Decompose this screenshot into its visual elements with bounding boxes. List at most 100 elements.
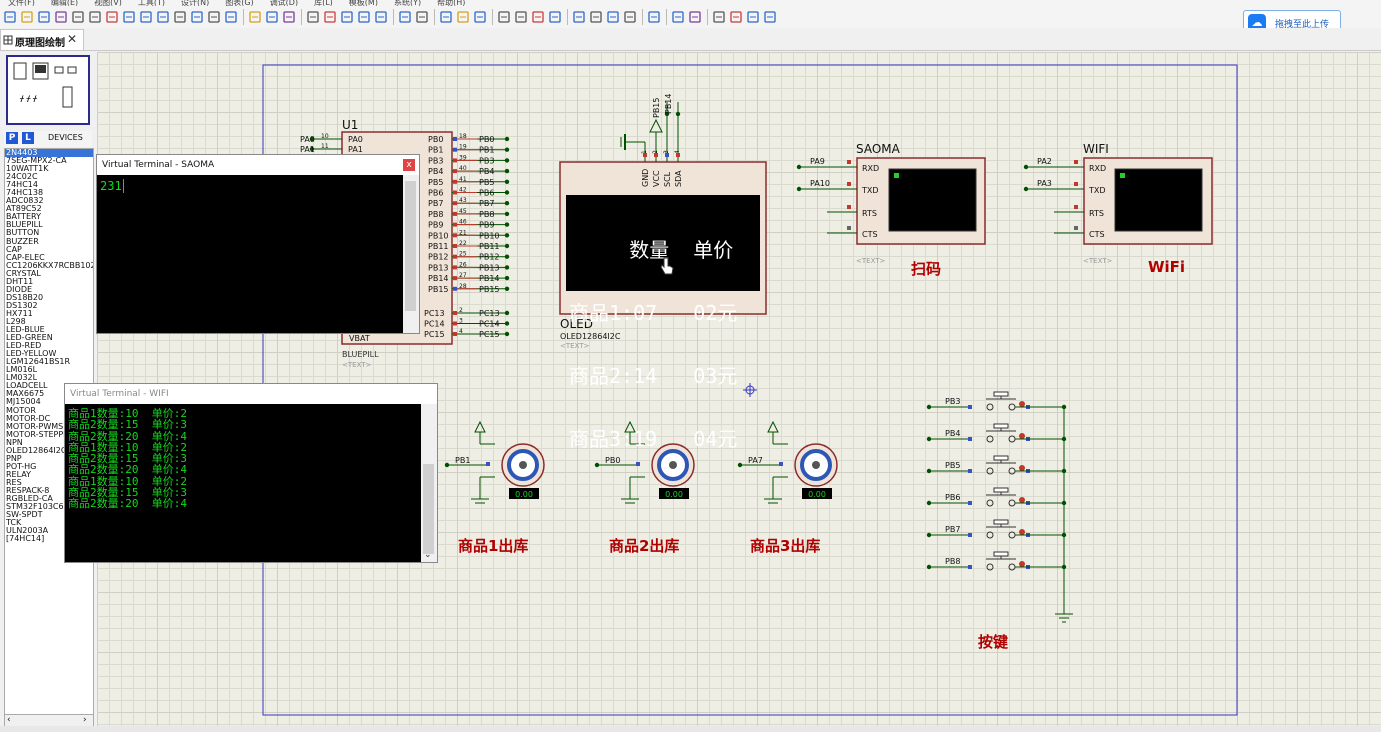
device-list-item[interactable]: BUTTON <box>6 229 40 238</box>
terminal-saoma-scrollbar[interactable] <box>403 175 419 333</box>
probe-icon[interactable] <box>623 10 637 24</box>
new-icon[interactable] <box>3 10 17 24</box>
save-icon[interactable] <box>37 10 51 24</box>
device-list-item[interactable]: CAP-ELEC <box>6 253 45 262</box>
tab-schematic[interactable]: 原理图绘制 ✕ <box>0 29 84 50</box>
close-icon[interactable]: ✕ <box>67 32 78 46</box>
device-list-item[interactable]: CRYSTAL <box>6 269 41 278</box>
device-list-item[interactable]: 7SEG-MPX2-CA <box>6 157 67 166</box>
compile-icon[interactable] <box>729 10 743 24</box>
menu-item[interactable]: 编辑(E) <box>50 0 79 6</box>
delete-icon[interactable] <box>746 10 760 24</box>
device-list-item[interactable]: DIODE <box>6 285 33 294</box>
scroll-thumb[interactable] <box>423 464 434 554</box>
device-list-item[interactable]: MOTOR-STEPPER <box>6 430 74 439</box>
dash-icon[interactable] <box>190 10 204 24</box>
pick-device-button[interactable]: P <box>6 132 18 144</box>
menu-item[interactable]: 调试(D) <box>269 0 299 6</box>
print-icon[interactable] <box>207 10 221 24</box>
terminal-wifi-scrollbar[interactable]: ⌄ <box>421 404 437 562</box>
undo-icon[interactable] <box>398 10 412 24</box>
device-list-item[interactable]: STM32F103C6 <box>6 503 64 512</box>
device-list-item[interactable]: AT89C52 <box>6 205 42 214</box>
device-list-item[interactable]: CAP <box>6 245 22 254</box>
zoom-in-icon[interactable] <box>323 10 337 24</box>
block-delete-icon[interactable] <box>548 10 562 24</box>
device-list-item[interactable]: DS18B20 <box>6 293 44 302</box>
grid-icon[interactable] <box>88 10 102 24</box>
page-icon[interactable] <box>173 10 187 24</box>
device-list-item[interactable]: MOTOR <box>6 406 36 415</box>
device-list-item[interactable]: RES <box>6 478 22 487</box>
wire-icon[interactable] <box>589 10 603 24</box>
back-icon[interactable] <box>122 10 136 24</box>
device-list-item[interactable]: ULN2003A <box>6 527 49 536</box>
bom2-icon[interactable] <box>688 10 702 24</box>
bom-icon[interactable] <box>156 10 170 24</box>
device-list-item[interactable]: RESPACK-8 <box>6 486 50 495</box>
terminal-saoma-window[interactable]: Virtual Terminal - SAOMA x 231 <box>96 154 420 334</box>
device-list-item[interactable]: TCK <box>6 519 22 528</box>
overview-preview[interactable]: ᚋ ᚋ ᚋ <box>6 55 90 125</box>
device-list-item[interactable]: RGBLED-CA <box>6 495 53 504</box>
close-icon[interactable]: x <box>403 159 415 171</box>
device-list-item[interactable]: CC1206KKX7RCBB102 <box>6 261 93 270</box>
device-list-item[interactable]: LM032L <box>6 374 38 383</box>
device-list-item[interactable]: RELAY <box>6 470 31 479</box>
menu-item[interactable]: 工具(T) <box>137 0 165 6</box>
device-list-item[interactable]: SW-SPDT <box>6 511 43 520</box>
zoom-out-icon[interactable] <box>340 10 354 24</box>
copy-icon[interactable] <box>456 10 470 24</box>
device-list-item[interactable]: PNP <box>6 454 22 463</box>
paste-icon[interactable] <box>473 10 487 24</box>
device-list-item[interactable]: LOADCELL <box>6 382 48 391</box>
device-list-item[interactable]: BATTERY <box>6 213 41 222</box>
device-list-item[interactable]: 10WATT1K <box>6 165 49 174</box>
help-icon[interactable] <box>224 10 238 24</box>
device-list-item[interactable]: DS1302 <box>6 301 38 310</box>
device-list-item[interactable]: [74HC14] <box>6 535 45 544</box>
block-move-icon[interactable] <box>514 10 528 24</box>
plus-icon[interactable] <box>282 10 296 24</box>
component-icon[interactable] <box>105 10 119 24</box>
chevron-down-icon[interactable]: ⌄ <box>424 550 432 560</box>
device-list-item[interactable]: 24C02C <box>6 173 38 182</box>
zoom-all-icon[interactable] <box>357 10 371 24</box>
menu-item[interactable]: 文件(F) <box>8 0 35 6</box>
zoom-area-icon[interactable] <box>374 10 388 24</box>
device-list-item[interactable]: OLED12864I2C <box>6 446 67 455</box>
device-list-item[interactable]: BUZZER <box>6 237 39 246</box>
scroll-right-icon[interactable]: › <box>83 715 87 725</box>
menu-item[interactable]: 系统(Y) <box>393 0 422 6</box>
device-list-item[interactable]: MAX6675 <box>6 390 45 399</box>
menu-item[interactable]: 视图(V) <box>94 0 122 6</box>
device-list-item[interactable]: 74HC138 <box>6 189 44 198</box>
device-list-item[interactable]: LED-YELLOW <box>6 350 57 359</box>
device-list-item[interactable]: NPN <box>6 438 23 447</box>
search-icon[interactable] <box>671 10 685 24</box>
redo-icon[interactable] <box>415 10 429 24</box>
menu-item[interactable]: 图表(G) <box>225 0 254 6</box>
menu-item[interactable]: 设计(N) <box>181 0 210 6</box>
open-icon[interactable] <box>20 10 34 24</box>
menu-item[interactable]: 帮助(H) <box>437 0 466 6</box>
device-list-item[interactable]: LED-RED <box>6 342 42 351</box>
device-list-item[interactable]: 2N4403 <box>5 149 93 158</box>
library-button[interactable]: L <box>22 132 34 144</box>
device-list-item[interactable]: DHT11 <box>6 277 34 286</box>
menu-item[interactable]: 库(L) <box>314 0 333 6</box>
block-rotate-icon[interactable] <box>531 10 545 24</box>
net-icon[interactable] <box>712 10 726 24</box>
menu-item[interactable]: 模板(M) <box>348 0 378 6</box>
annotate-icon[interactable] <box>606 10 620 24</box>
export-icon[interactable] <box>763 10 777 24</box>
device-list-item[interactable]: POT-HG <box>6 462 37 471</box>
scroll-left-icon[interactable]: ‹ <box>7 715 11 725</box>
device-list-item[interactable]: BLUEPILL <box>6 221 43 230</box>
forward-icon[interactable] <box>139 10 153 24</box>
home-icon[interactable] <box>71 10 85 24</box>
device-list-item[interactable]: 74HC14 <box>6 181 38 190</box>
block-copy-icon[interactable] <box>497 10 511 24</box>
import-icon[interactable] <box>54 10 68 24</box>
